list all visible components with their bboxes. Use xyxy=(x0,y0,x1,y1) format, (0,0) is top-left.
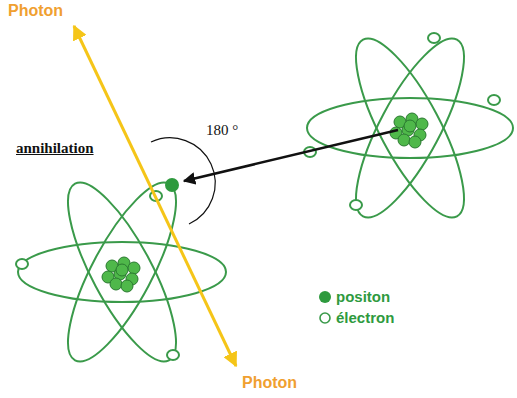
angle-arc xyxy=(151,138,215,224)
legend: positon électron xyxy=(318,286,394,328)
photon-line xyxy=(74,26,236,366)
legend-swatch xyxy=(318,290,332,304)
left-atom-orbits xyxy=(18,170,226,375)
legend-row: électron xyxy=(318,307,394,328)
electron-swatch xyxy=(320,313,330,323)
photon-label: Photon xyxy=(242,374,297,392)
legend-text: positon xyxy=(336,288,390,305)
photon-label: Photon xyxy=(8,2,63,20)
legend-row: positon xyxy=(318,286,394,307)
left-nucleus xyxy=(102,257,140,292)
positon-swatch xyxy=(319,291,331,303)
electrons xyxy=(16,33,500,360)
legend-text: électron xyxy=(336,309,394,326)
right-atom-orbits xyxy=(307,26,513,231)
legend-swatch xyxy=(318,311,332,325)
angle-label: 180 ° xyxy=(206,122,238,139)
annihilation-label: annihilation xyxy=(16,140,94,157)
positon-dot xyxy=(165,178,179,192)
